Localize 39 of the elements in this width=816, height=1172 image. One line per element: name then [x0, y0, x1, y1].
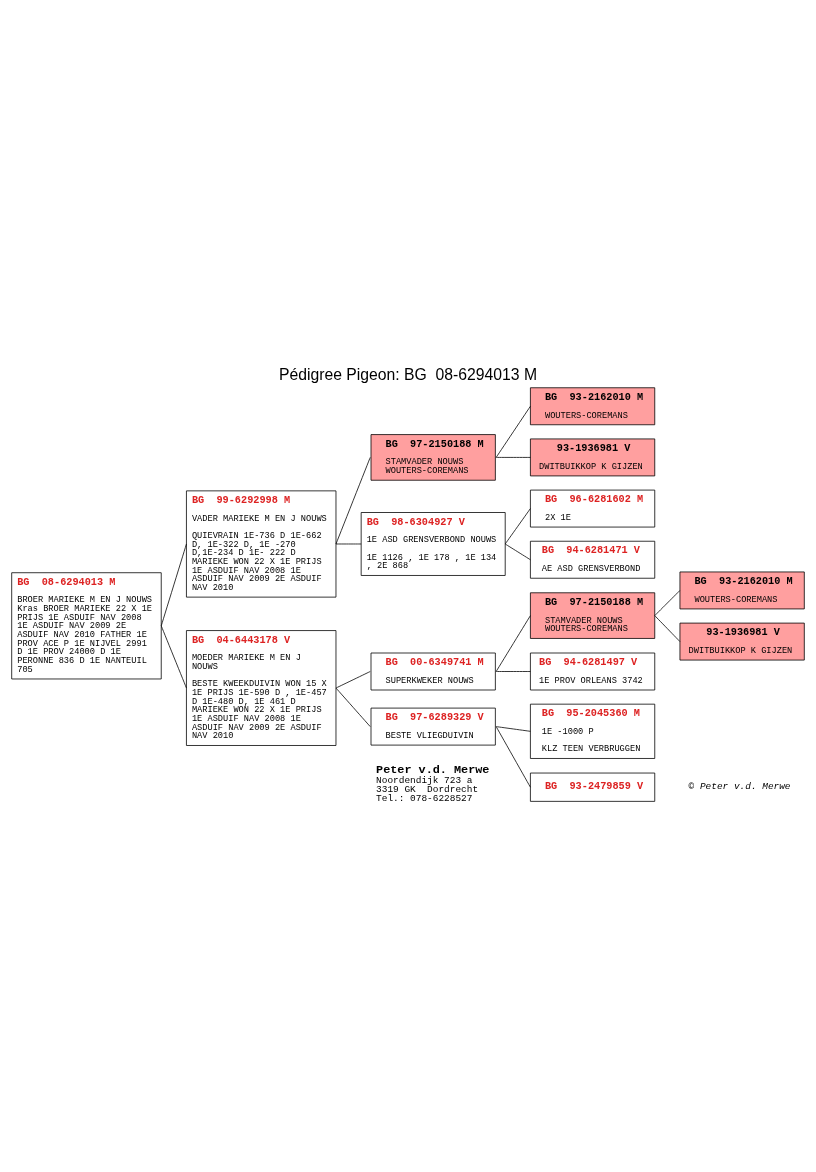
diagram-title: Pédigree Pigeon: BG 08-6294013 M — [278, 365, 538, 383]
connector — [160, 543, 187, 626]
node-box: BG 97-2150188 M STAMVADER NOUWS WOUTERS-COREMANS — [530, 591, 656, 639]
connector — [495, 614, 531, 672]
connector — [335, 456, 371, 544]
label: © Peter v.d. Merwe — [688, 780, 791, 792]
connector — [654, 589, 681, 616]
connector — [495, 725, 531, 732]
connector — [504, 507, 531, 544]
node-box: BG 00-6349741 M SUPERKWEKER NOUWS — [370, 652, 496, 690]
label: Noordendijk 723 a — [376, 774, 473, 786]
node-box: 93-1936981 V DWITBUIKKOP K GIJZEN — [530, 438, 656, 476]
node-box: BG 93-2162010 M WOUTERS-COREMANS — [679, 571, 805, 609]
connector — [504, 543, 531, 560]
connector — [495, 670, 531, 672]
node-box: BG 99-6292998 M VADER MARIEKE M EN J NOUWS QUIEVRAIN 1E-736 D 1E-662 D, 1E-322 D, 1E -270 D,1E-234 D 1E- 222 D MARIEKE WON 22 X 1E PRIJS 1E ASDUIF NAV 2008 1E ASDUIF NAV 2009 2E ASDUIF NAV 2010 — [186, 489, 337, 598]
connector — [495, 725, 531, 788]
node-box: BG 95-2045360 M 1E -1000 P KLZ TEEN VERBRUGGEN — [530, 703, 656, 759]
node-box: BG 94-6281497 V 1E PROV ORLEANS 3742 — [530, 652, 656, 690]
node-box: BG 98-6304927 V 1E ASD GRENSVERBOND NOUWS 1E 1126 , 1E 178 , 1E 134 , 2E 868 — [360, 511, 506, 576]
node-box: BG 96-6281602 M 2X 1E — [530, 489, 656, 527]
node-box: BG 94-6281471 V AE ASD GRENSVERBOND — [530, 540, 656, 579]
node-box: BG 04-6443178 V MOEDER MARIEKE M EN J NOUWS BESTE KWEEKDUIVIN WON 15 X 1E PRIJS 1E-590 D , 1E-457 D 1E-480 D, 1E 461 D MARIEKE WON 22 X 1E PRIJS 1E ASDUIF NAV 2008 1E ASDUIF NAV 2009 2E ASDUIF NAV 2010 — [186, 629, 337, 746]
connector — [335, 543, 362, 544]
connector — [335, 670, 371, 688]
connector — [495, 405, 531, 458]
label: Tel.: 078-6228527 — [376, 792, 473, 804]
node-box: BG 97-2150188 M STAMVADER NOUWS WOUTERS-COREMANS — [370, 433, 496, 481]
label: Peter v.d. Merwe — [376, 762, 490, 777]
node-box: BG 93-2162010 M WOUTERS-COREMANS — [530, 386, 656, 425]
connector — [335, 687, 371, 727]
connector — [160, 624, 187, 688]
connector — [495, 456, 531, 458]
node-box: BG 08-6294013 M BROER MARIEKE M EN J NOUWS Kras BROER MARIEKE 22 X 1E PRIJS 1E ASDUIF NAV 2008 1E ASDUIF NAV 2009 2E ASDUIF NAV 2010 FATHER 1E PROV ACE P 1E NIJVEL 2991 D 1E PROV 24000 D 1E PERONNE 836 D 1E NANTEUIL 705 — [11, 571, 162, 679]
node-box: BG 97-6289329 V BESTE VLIEGDUIVIN — [370, 707, 496, 745]
connector — [654, 614, 681, 642]
label: 3319 GK Dordrecht — [376, 783, 479, 795]
node-box: BG 93-2479859 V — [530, 772, 656, 802]
node-box: 93-1936981 V DWITBUIKKOP K GIJZEN — [679, 622, 805, 660]
